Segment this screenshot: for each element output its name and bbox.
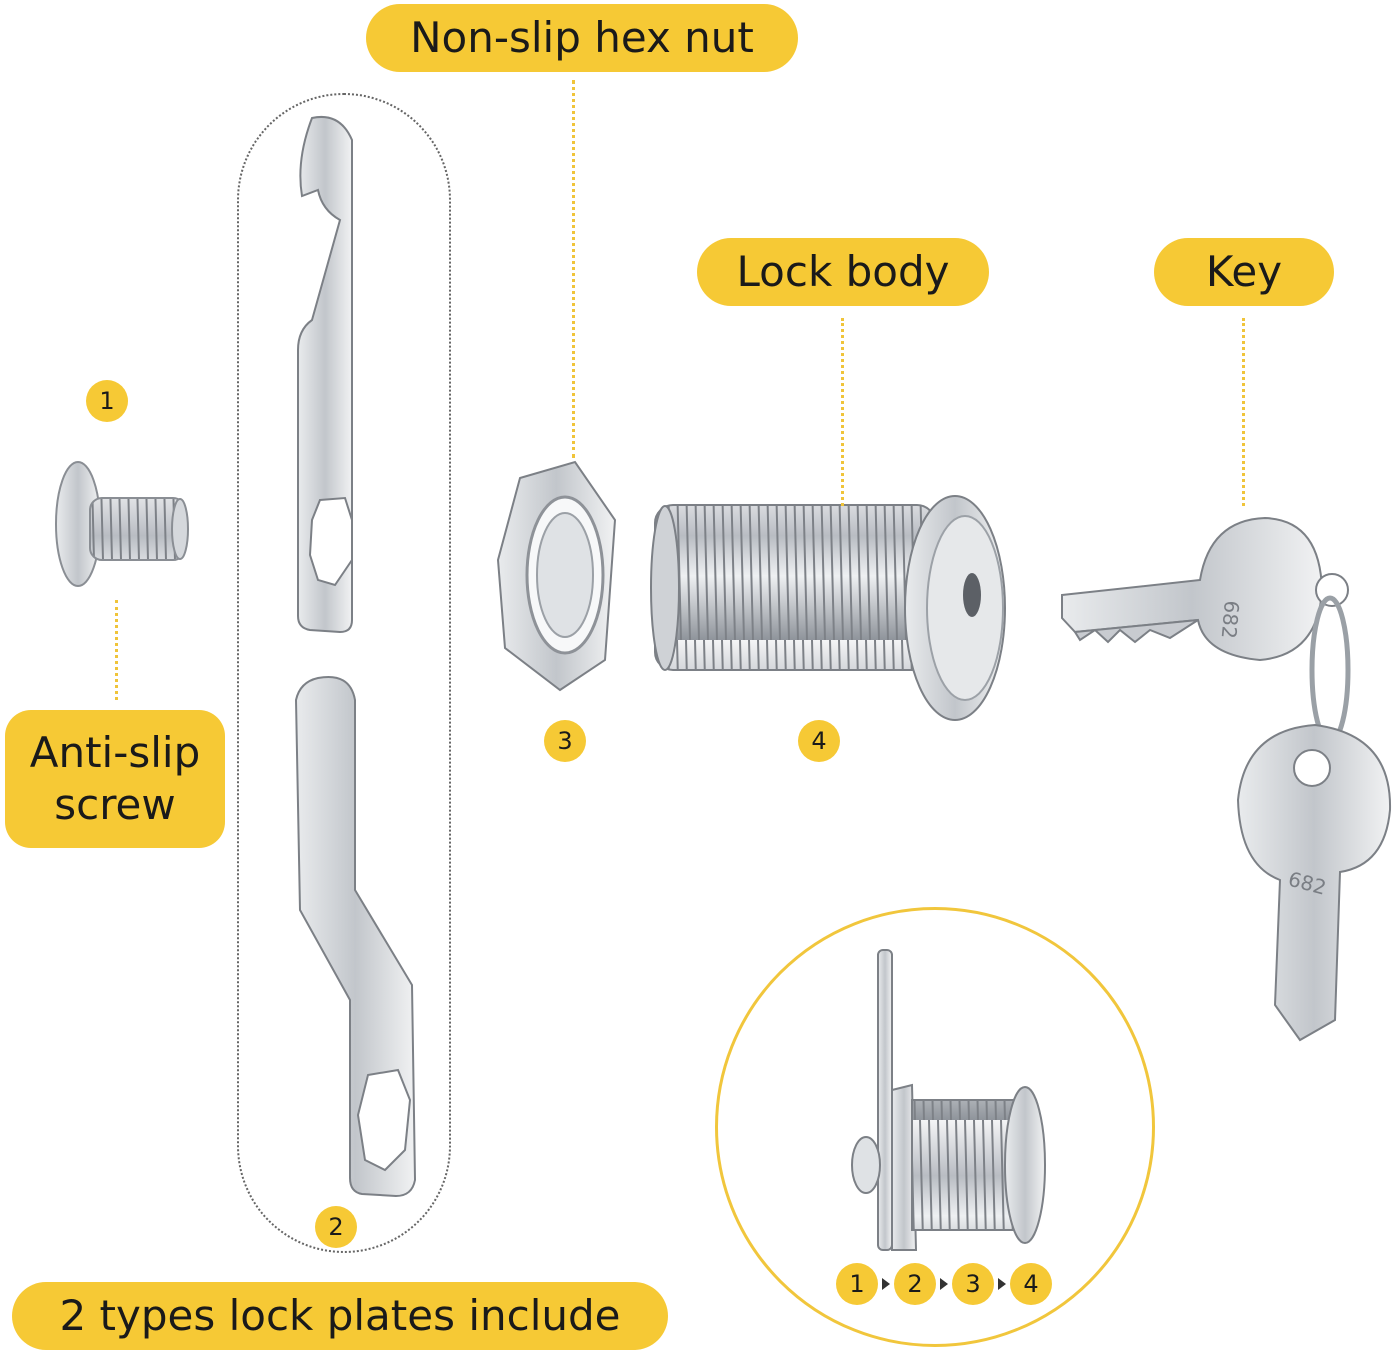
sequence-step-4: 4 <box>1010 1263 1052 1305</box>
key-label-text: Key <box>1205 247 1283 296</box>
hex-nut-label-text: Non-slip hex nut <box>410 13 754 62</box>
screw-number-badge: 1 <box>86 380 128 422</box>
sequence-step-2: 2 <box>894 1263 936 1305</box>
assembled-lock <box>851 949 1046 1251</box>
lock-plates-label: 2 types lock plates include <box>12 1282 668 1350</box>
assembled-view-circle <box>715 907 1155 1347</box>
screw-label: Anti-slip screw <box>5 710 225 848</box>
hex-nut-leader <box>572 80 575 458</box>
hex-nut-label: Non-slip hex nut <box>366 4 798 72</box>
lock-plates-frame <box>237 93 451 1253</box>
lock-body-leader <box>841 318 844 506</box>
key-leader <box>1242 318 1245 506</box>
screw-label-line2: screw <box>54 780 176 829</box>
key-upper: 682 <box>1061 516 1349 662</box>
sequence-arrow-icon <box>882 1278 890 1290</box>
sequence-arrow-icon <box>940 1278 948 1290</box>
lock-body-label: Lock body <box>697 238 989 306</box>
screw-label-line1: Anti-slip <box>29 728 201 777</box>
sequence-arrow-icon <box>998 1278 1006 1290</box>
nut-number-badge: 3 <box>544 720 586 762</box>
key-label: Key <box>1154 238 1334 306</box>
hex-nut <box>496 460 617 692</box>
lock-plates-label-text: 2 types lock plates include <box>59 1291 621 1340</box>
lock-body-cylinder <box>650 495 1006 721</box>
sequence-step-1: 1 <box>836 1263 878 1305</box>
screw-leader <box>115 600 118 700</box>
lock-body-label-text: Lock body <box>736 247 950 296</box>
sequence-step-3: 3 <box>952 1263 994 1305</box>
key-code-text: 682 <box>1217 600 1244 640</box>
body-number-badge: 4 <box>798 720 840 762</box>
key-ring <box>1309 595 1351 745</box>
key-lower: 682 <box>1236 723 1392 1042</box>
plates-number-badge: 2 <box>315 1206 357 1248</box>
lock-plate-offset <box>294 676 417 1198</box>
lock-plate-straight <box>297 116 353 634</box>
anti-slip-screw <box>55 461 189 587</box>
